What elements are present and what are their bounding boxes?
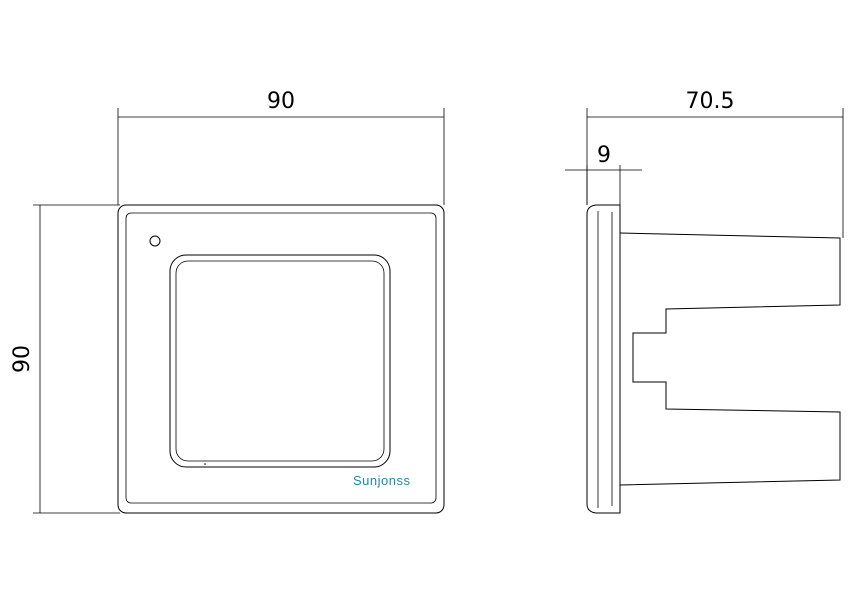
front-outer-frame <box>117 204 445 514</box>
side-depth-label: 70.5 <box>686 89 735 114</box>
side-front-plate <box>586 204 621 514</box>
brand-logo: Sunjonss <box>353 473 410 488</box>
plate-thickness-dimension: 9 <box>565 143 642 205</box>
touch-panel-outer <box>169 254 391 468</box>
side-rear-housing <box>619 232 841 486</box>
front-width-dimension: 90 <box>117 89 445 205</box>
plate-thickness-label: 9 <box>597 143 611 168</box>
side-view: 70.5 9 <box>565 89 844 514</box>
front-width-label: 90 <box>267 89 295 114</box>
side-depth-dimension: 70.5 <box>586 89 844 238</box>
front-height-dimension: 90 <box>10 204 120 514</box>
panel-mark <box>204 463 206 465</box>
front-view: 90 90 Sunjonss <box>10 89 445 514</box>
indicator-led <box>149 235 161 247</box>
front-inner-frame <box>125 212 437 504</box>
touch-panel-inner <box>175 260 385 462</box>
front-height-label: 90 <box>10 345 35 373</box>
